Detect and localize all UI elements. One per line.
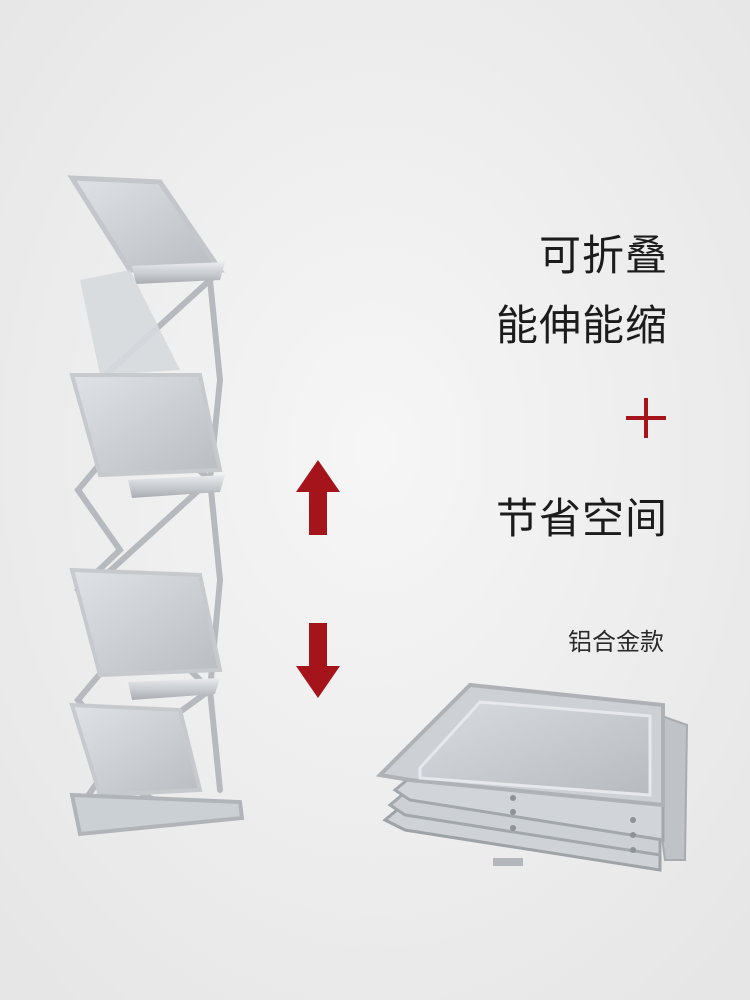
headline-space-saving: 节省空间 (495, 494, 668, 543)
headline-extendable: 能伸能缩 (495, 301, 668, 350)
arrow-down-icon (296, 623, 340, 698)
plus-icon (626, 398, 666, 438)
folding-rack-image (67, 175, 245, 837)
material-label: 铝合金款 (568, 628, 664, 656)
folded-rack-image (375, 682, 689, 872)
headline-foldable: 可折叠 (538, 231, 668, 280)
arrow-up-icon (296, 460, 340, 535)
